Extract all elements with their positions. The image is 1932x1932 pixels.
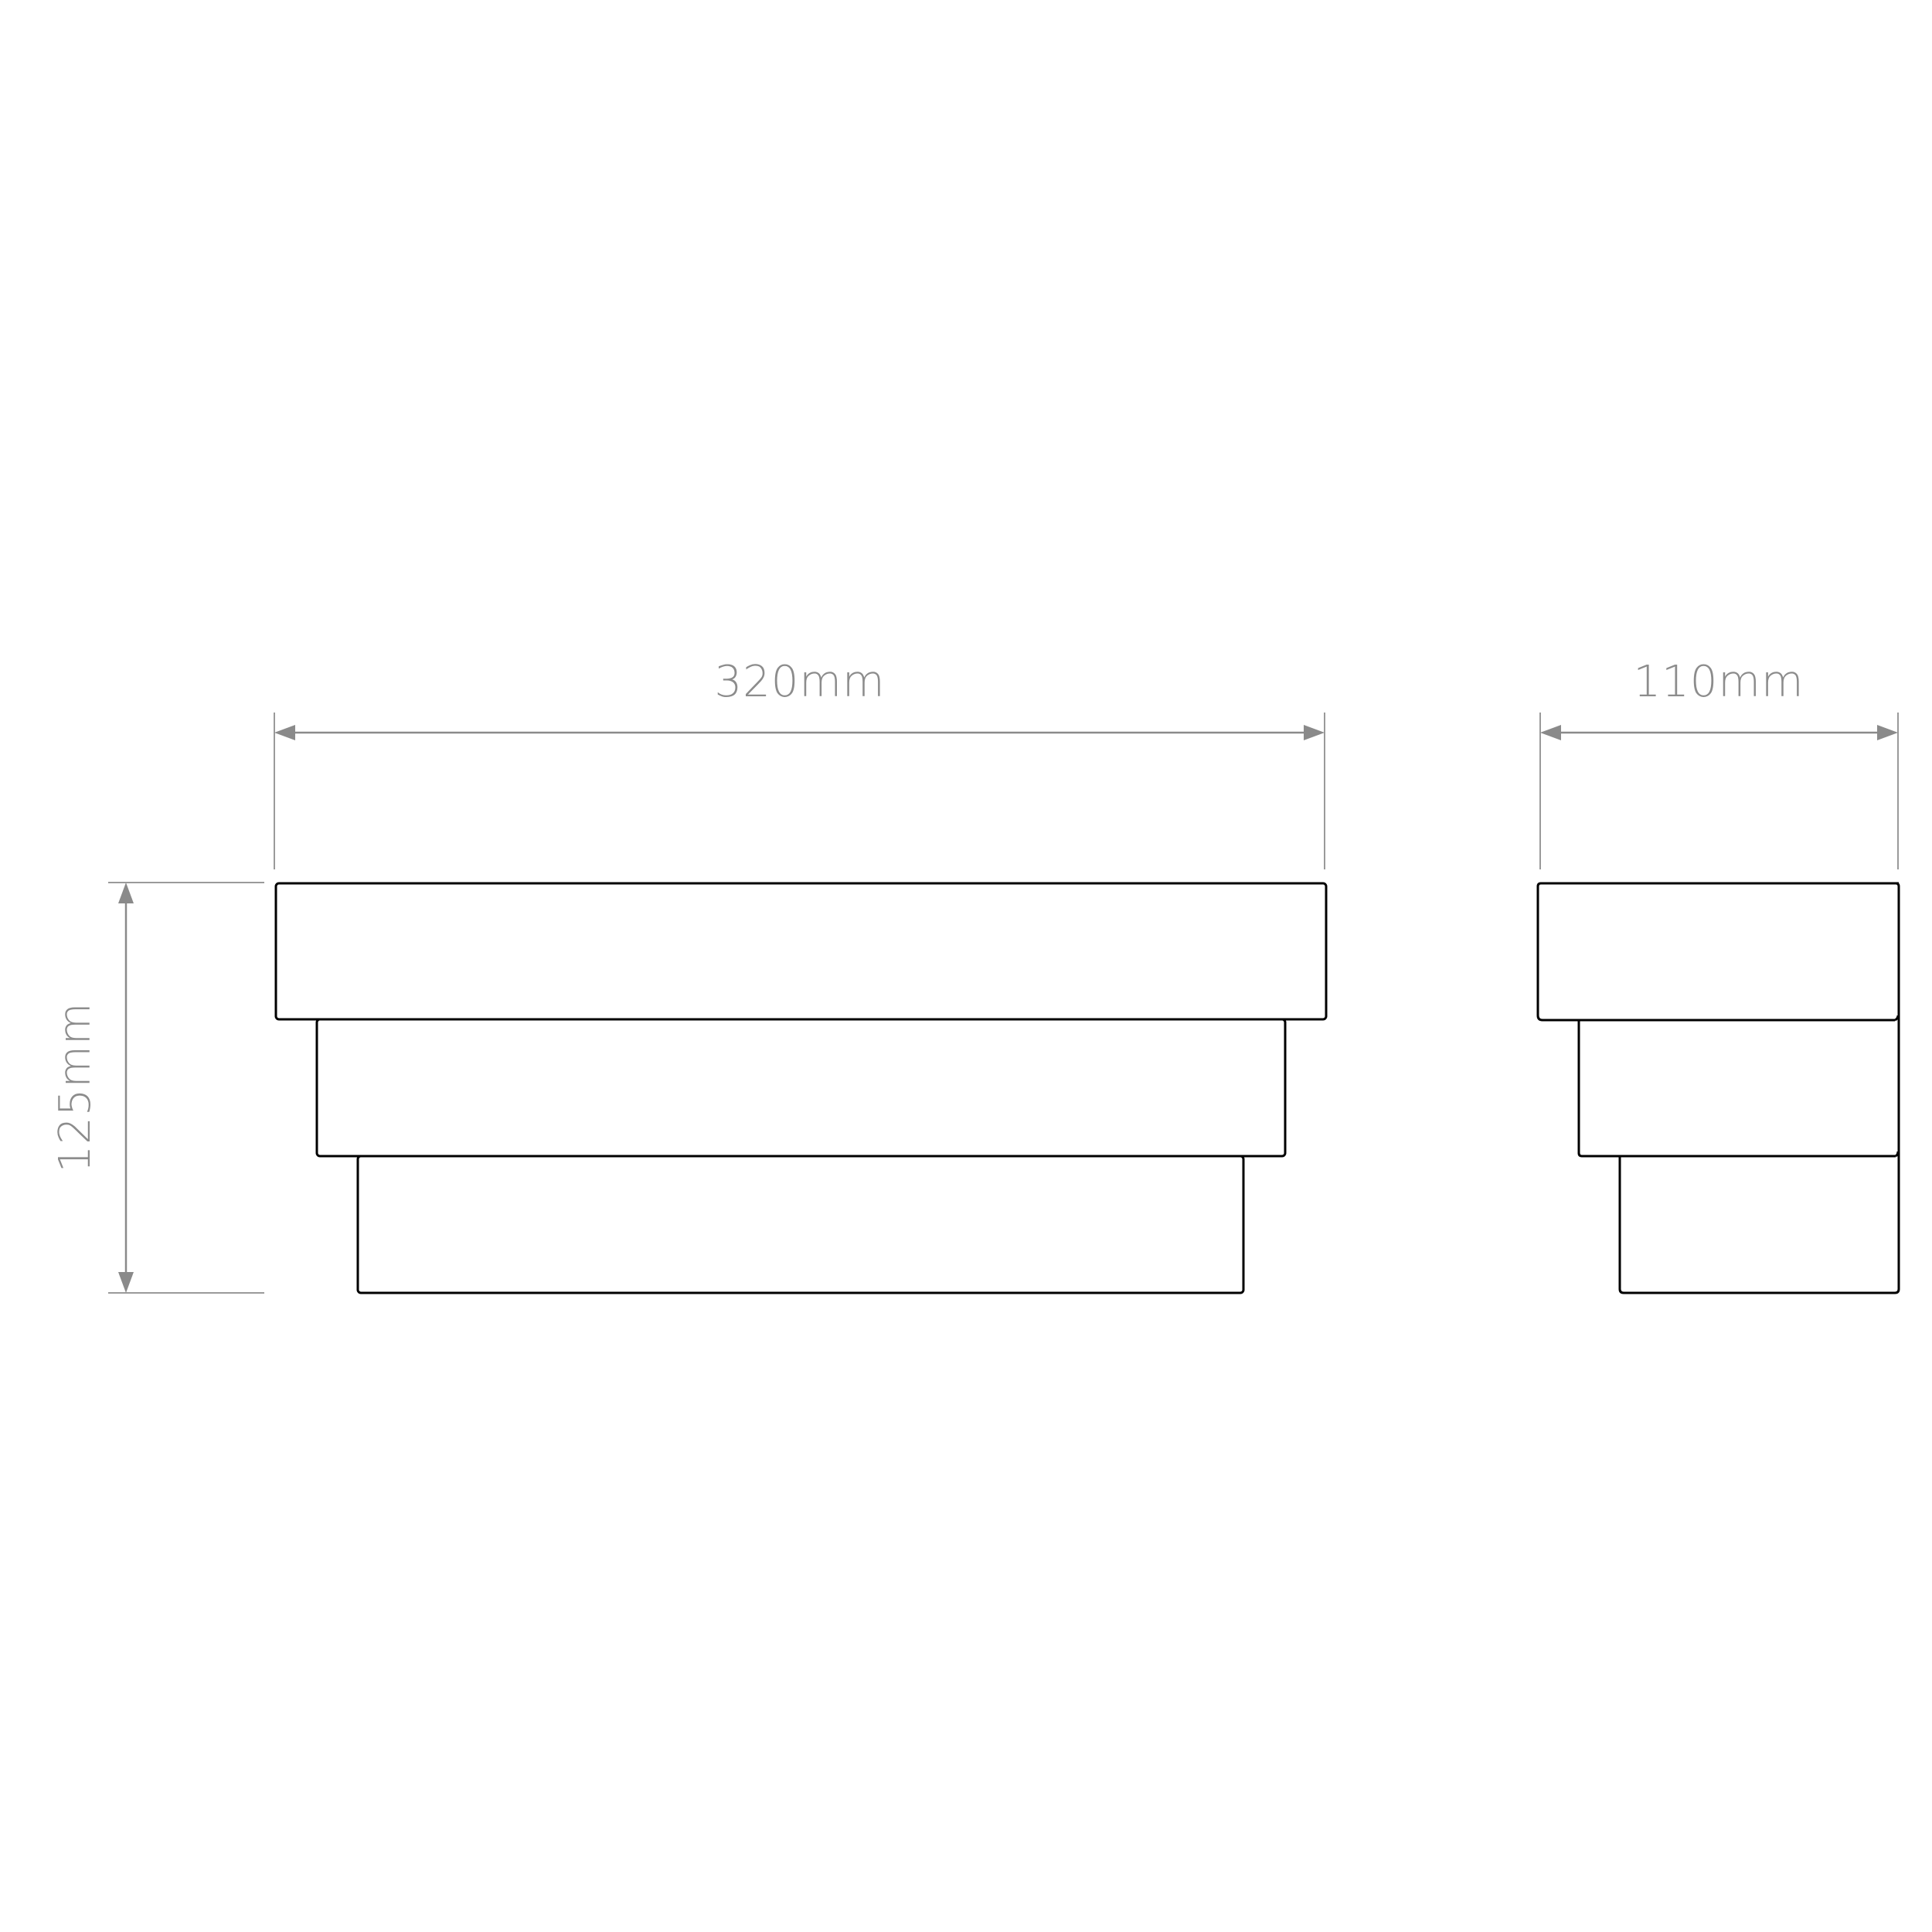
height-arrow-bottom — [118, 1272, 134, 1293]
height-label: 125mm — [50, 1002, 100, 1173]
width-arrow-right — [1304, 725, 1325, 740]
depth-dimension: 110mm — [1539, 657, 1899, 869]
front-bottom-tier — [356, 1155, 1245, 1294]
side-middle-tier — [1577, 1020, 1896, 1158]
depth-arrow-left — [1540, 725, 1561, 740]
width-label: 320mm — [715, 657, 886, 707]
front-middle-tier — [315, 1018, 1287, 1158]
front-top-tier — [274, 882, 1328, 1021]
side-back-edge-detail — [1894, 1015, 1900, 1158]
width-dimension: 320mm — [274, 657, 1325, 869]
width-arrow-left — [274, 725, 295, 740]
depth-arrow-right — [1877, 725, 1898, 740]
depth-label: 110mm — [1634, 657, 1804, 707]
front-view — [274, 882, 1328, 1294]
height-dimension: 125mm — [50, 882, 264, 1294]
side-bottom-tier — [1618, 882, 1900, 1294]
side-view — [1536, 882, 1900, 1294]
side-top-tier — [1536, 882, 1899, 1022]
height-arrow-top — [118, 883, 134, 903]
